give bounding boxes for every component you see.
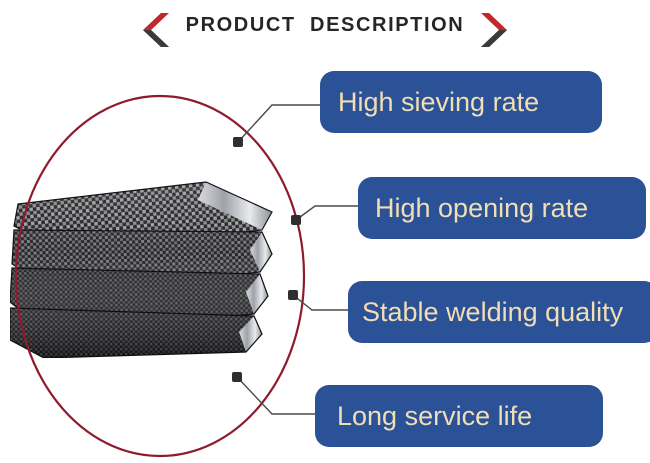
circle-outline [14, 94, 306, 458]
feature-label: Long service life [337, 400, 533, 431]
page-title: PRODUCT DESCRIPTION [185, 14, 465, 36]
chevron-right-double-icon [481, 13, 507, 47]
feature-label: High sieving rate [338, 86, 540, 117]
feature-box-high-sieving-rate[interactable]: High sieving rate [320, 71, 602, 133]
feature-box-stable-welding-quality[interactable]: Stable welding quality [348, 281, 650, 343]
wire-mesh-photo [10, 168, 278, 358]
feature-label: High opening rate [375, 192, 589, 223]
chevron-left-double-icon [143, 13, 169, 47]
header-banner: PRODUCT DESCRIPTION [0, 0, 650, 58]
feature-label: Stable welding quality [362, 296, 624, 327]
feature-box-long-service-life[interactable]: Long service life [315, 385, 603, 447]
feature-box-high-opening-rate[interactable]: High opening rate [358, 177, 646, 239]
product-image-circle [8, 88, 318, 463]
